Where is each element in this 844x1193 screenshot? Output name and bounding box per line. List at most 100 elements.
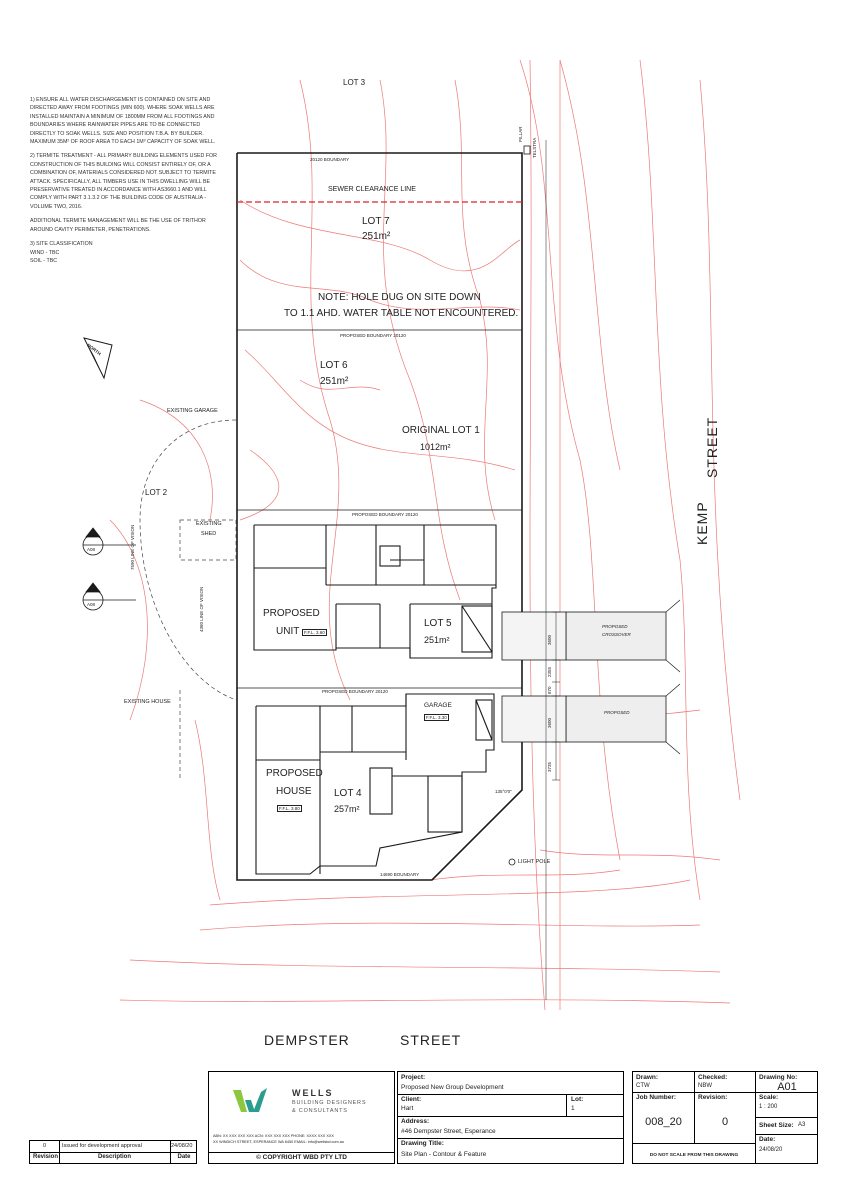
proposed-crossover-1 (565, 611, 667, 661)
boundary-top-label: 20120 BOUNDARY (310, 157, 350, 162)
unit-ffl: F.F.L. 3.60 (302, 629, 327, 636)
north-arrow-icon (83, 337, 113, 380)
revision-table: 0 Issued for development approval 24/08/… (29, 1140, 197, 1164)
company-name: WELLS (292, 1089, 334, 1098)
original-lot-area: 1012m² (420, 442, 451, 452)
line-of-vision-1: 7590 LINE OF VISION (130, 524, 135, 570)
section-marker-a-icon (82, 582, 136, 611)
wells-logo-icon (233, 1088, 267, 1112)
sewer-clearance-label: SEWER CLEARANCE LINE (328, 186, 416, 193)
note-drainage: 1) ENSURE ALL WATER DISCHARGEMENT IS CON… (30, 97, 216, 146)
project-value: Proposed New Group Development (401, 1084, 504, 1091)
sheet-size-value: A3 (798, 1122, 806, 1128)
lot-7-area: 251m² (362, 231, 391, 242)
existing-shed-label-2: SHED (201, 531, 217, 537)
dim-2355: 2355 (547, 666, 552, 677)
company-tag-1: BUILDING DESIGNERS (292, 1100, 367, 1106)
proposed-unit-label-2: UNIT (276, 626, 300, 637)
note-termite: 2) TERMITE TREATMENT - ALL PRIMARY BUILD… (30, 153, 217, 210)
general-notes: 1) ENSURE ALL WATER DISCHARGEMENT IS CON… (30, 96, 226, 265)
existing-shed-label-1: EXISTING (196, 521, 222, 527)
garage-label: GARAGE (424, 702, 452, 709)
company-info-2: XX WINDICH STREET, ESPERANCE WA 6450 EMA… (213, 1140, 344, 1144)
section-b-label: B (91, 531, 95, 537)
crossover-1-label-2: CROSSOVER (602, 632, 631, 637)
project-block: Project: Proposed New Group Development … (397, 1071, 624, 1164)
do-not-scale-note: DO NOT SCALE FROM THIS DRAWING (649, 1153, 739, 1158)
proposed-unit-footprint (253, 524, 497, 659)
section-b-sheet: A08 (87, 547, 96, 552)
dempster-street-label: STREET (400, 1032, 462, 1048)
telstra-pillar-icon (523, 145, 531, 155)
lot-4-area: 257m² (334, 804, 360, 814)
revision-value: 0 (721, 1116, 729, 1128)
job-number-value: 008_20 (645, 1116, 682, 1128)
existing-garage-label: EXISTING GARAGE (167, 408, 218, 414)
company-info-1: ABN: XX XXX XXX XXX ACN: XXX XXX XXX PHO… (213, 1134, 334, 1138)
lot-5-label: LOT 5 (424, 618, 452, 629)
section-a-label: A (91, 586, 95, 592)
crossover-2-label: PROPOSED (604, 710, 630, 715)
drawn-value: CTW (636, 1083, 650, 1089)
site-note-line-2: TO 1.1 AHD. WATER TABLE NOT ENCOUNTERED. (284, 308, 519, 319)
description-header: Description (97, 1154, 131, 1160)
project-label: Project: (401, 1074, 426, 1081)
lot-7-label: LOT 7 (362, 216, 390, 227)
drawing-title-value: Site Plan - Contour & Feature (401, 1151, 487, 1158)
lot-value: 1 (571, 1105, 575, 1112)
original-lot-label: ORIGINAL LOT 1 (402, 425, 480, 436)
dim-3600-a: 3600 (547, 634, 552, 645)
boundary-mid-3-label: PROPOSED BOUNDARY 20120 (322, 689, 388, 694)
proposed-house-footprint (255, 693, 495, 875)
revision-header: Revision (33, 1154, 59, 1160)
lot-label: Lot: (571, 1096, 584, 1103)
note-soil: SOIL - TBC (30, 257, 58, 264)
dim-3600-b: 3600 (547, 717, 552, 728)
kemp-label: KEMP (694, 501, 710, 545)
lot-5-area: 251m² (424, 635, 450, 645)
lot-4-label: LOT 4 (334, 788, 362, 799)
copyright: © COPYRIGHT WBD PTY LTD (256, 1154, 347, 1161)
revision-row-description: Issued for development approval (62, 1143, 142, 1149)
sheet-size-label: Sheet Size: (759, 1122, 794, 1129)
boundary-mid-2-label: PROPOSED BOUNDARY 20120 (352, 512, 418, 517)
proposed-house-label-2: HOUSE (276, 786, 312, 797)
proposed-house-label-1: PROPOSED (266, 768, 323, 779)
lot-6-area: 251m² (320, 376, 349, 387)
line-of-vision-2: 4360 LINE OF VISION (199, 586, 204, 632)
site-note-line-1: NOTE: HOLE DUG ON SITE DOWN (318, 292, 481, 303)
telstra-label: TELSTRA (532, 137, 537, 158)
light-pole-label: LIGHT POLE (518, 859, 551, 865)
drawn-label: Drawn: (636, 1074, 659, 1081)
date-value: 24/08/20 (759, 1147, 783, 1153)
house-ffl: F.F.L. 3.80 (277, 805, 302, 812)
checked-value: NBW (698, 1083, 712, 1089)
job-number-label: Job Number: (636, 1094, 677, 1101)
boundary-bottom-label: 14690 BOUNDARY (380, 872, 420, 877)
drawing-info-block: Drawn: CTW Checked: NBW Drawing No: A01 … (632, 1071, 818, 1164)
note-termite-additional: ADDITIONAL TERMITE MANAGEMENT WILL BE TH… (30, 218, 206, 233)
boundary-mid-1-label: PROPOSED BOUNDARY 20120 (340, 333, 406, 338)
garage-ffl: F.F.L. 3.30 (424, 714, 449, 721)
scale-label: Scale: (759, 1094, 779, 1101)
proposed-unit-label-1: PROPOSED (263, 608, 320, 619)
corner-angle: 135°0'0" (495, 789, 512, 794)
dim-3735: 3735 (547, 761, 552, 772)
checked-label: Checked: (698, 1074, 728, 1081)
crossovers (501, 611, 667, 743)
drawing-no-label: Drawing No: (759, 1074, 798, 1081)
existing-structures (139, 419, 237, 780)
kemp-street-label: STREET (704, 416, 720, 478)
revision-row-rev: 0 (42, 1143, 47, 1149)
date-header: Date (177, 1154, 191, 1160)
note-wind: WIND - TBC (30, 249, 60, 256)
dempster-label: DEMPSTER (264, 1032, 350, 1048)
lot-6-label: LOT 6 (320, 360, 348, 371)
section-a-sheet: A08 (87, 602, 96, 607)
client-value: Hart (401, 1105, 414, 1112)
date-label: Date: (759, 1136, 776, 1143)
lot-2-label: LOT 2 (145, 488, 168, 497)
existing-house-label: EXISTING HOUSE (124, 699, 171, 705)
company-tag-2: & CONSULTANTS (292, 1108, 348, 1114)
note-site-class: 3) SITE CLASSIFICATION (30, 241, 93, 248)
